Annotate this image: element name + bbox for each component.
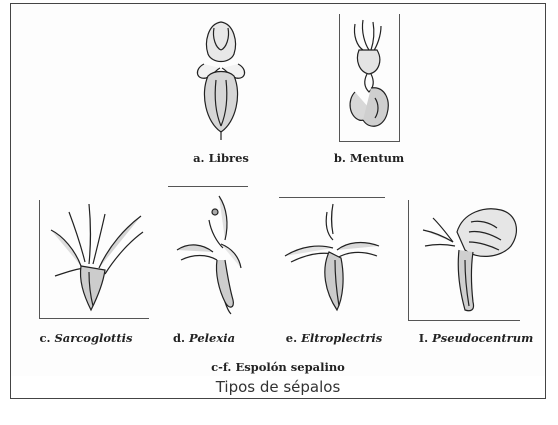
panel-b-frame-right	[399, 14, 400, 142]
panel-c-frame-left	[39, 200, 40, 318]
panel-f-frame-bottom	[408, 320, 520, 321]
panel-d-illustration	[169, 190, 251, 318]
panel-b-frame-bottom	[339, 141, 400, 142]
panel-a-label: a. Libres	[171, 151, 271, 165]
panel-e-illustration	[281, 200, 385, 318]
sepal-types-figure: a. Libres b. Mentum	[10, 3, 546, 377]
panel-f-illustration	[413, 202, 523, 318]
figure-caption: Tipos de sépalos	[10, 376, 546, 399]
panel-a-illustration	[186, 14, 256, 144]
panel-b-illustration	[341, 16, 397, 140]
panel-f-frame-left	[408, 200, 409, 320]
panel-c-illustration	[45, 202, 149, 316]
panel-b-frame-left	[339, 14, 340, 142]
panel-b-label: b. Mentum	[319, 151, 419, 165]
panel-e-frame-top	[279, 197, 385, 198]
panel-c-label: c. Sarcoglottis	[26, 331, 146, 345]
panel-c-frame-bottom	[39, 318, 149, 319]
panel-f-label: I. Pseudocentrum	[411, 331, 541, 345]
panel-d-label: d. Pelexia	[159, 331, 249, 345]
spur-group-label: c-f. Espolón sepalino	[198, 360, 358, 374]
panel-d-frame-top	[168, 186, 248, 187]
panel-e-label: e. Eltroplectris	[279, 331, 389, 345]
